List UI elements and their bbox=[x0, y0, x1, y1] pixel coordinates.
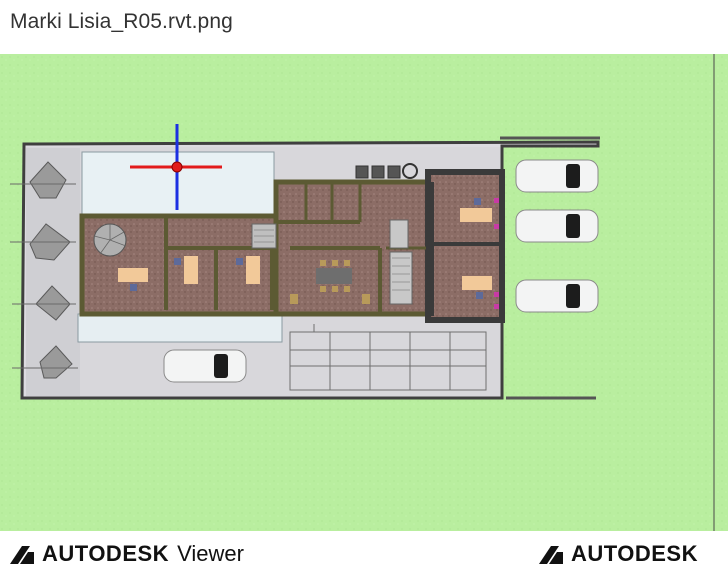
building bbox=[79, 163, 505, 323]
car bbox=[515, 159, 599, 193]
footer: AUTODESK Viewer AUTODESK bbox=[0, 531, 728, 582]
car bbox=[163, 349, 247, 383]
terrace bbox=[77, 313, 283, 343]
site-plan-canvas[interactable] bbox=[0, 54, 728, 531]
product-name: Viewer bbox=[177, 541, 244, 566]
title-bar: Marki Lisia_R05.rvt.png bbox=[0, 0, 728, 54]
view-gizmo-icon[interactable] bbox=[130, 124, 222, 210]
file-title: Marki Lisia_R05.rvt.png bbox=[10, 10, 233, 33]
autodesk-logo-icon bbox=[10, 546, 34, 564]
brand-wordmark: AUTODESK bbox=[570, 541, 698, 566]
autodesk-brand[interactable]: AUTODESK bbox=[538, 541, 698, 567]
parking-bays bbox=[289, 324, 487, 391]
model-viewport[interactable] bbox=[0, 54, 728, 531]
tree-symbols bbox=[10, 161, 78, 379]
autodesk-logo-icon bbox=[538, 546, 563, 564]
brand-wordmark: AUTODESK bbox=[42, 541, 170, 566]
autodesk-viewer-brand[interactable]: AUTODESK Viewer bbox=[10, 541, 244, 567]
car bbox=[515, 279, 599, 313]
car bbox=[515, 209, 599, 243]
